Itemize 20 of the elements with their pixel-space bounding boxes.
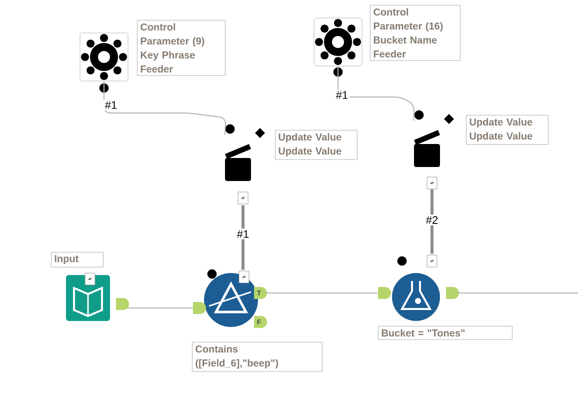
annotation-box: Input xyxy=(51,252,104,268)
clapperboard-tool-icon xyxy=(414,114,454,167)
annotation-box: Contains ([Field_6],"beep") xyxy=(192,342,322,372)
gear-tool-icon xyxy=(80,32,128,82)
connector xyxy=(242,205,244,270)
connector xyxy=(104,80,226,136)
annotation-box: Update Value Update Value xyxy=(275,130,358,160)
edge-label: #1 xyxy=(103,100,119,110)
annotation-box: Update Value Update Value xyxy=(466,115,548,145)
annotation-box: Bucket = "Tones" xyxy=(378,326,512,340)
annotation-box: Control Parameter (9) Key Phrase Feeder xyxy=(137,20,226,76)
connector xyxy=(430,189,434,254)
edge-label: #1 xyxy=(334,90,350,100)
clapperboard-tool-icon xyxy=(225,128,265,181)
connector xyxy=(338,66,414,122)
edge-label: #2 xyxy=(424,214,440,226)
connector xyxy=(456,292,578,294)
edge-label: #1 xyxy=(235,228,251,240)
gear-tool-icon xyxy=(314,18,362,66)
annotation-box: Control Parameter (16) Bucket Name Feeder xyxy=(370,5,460,61)
